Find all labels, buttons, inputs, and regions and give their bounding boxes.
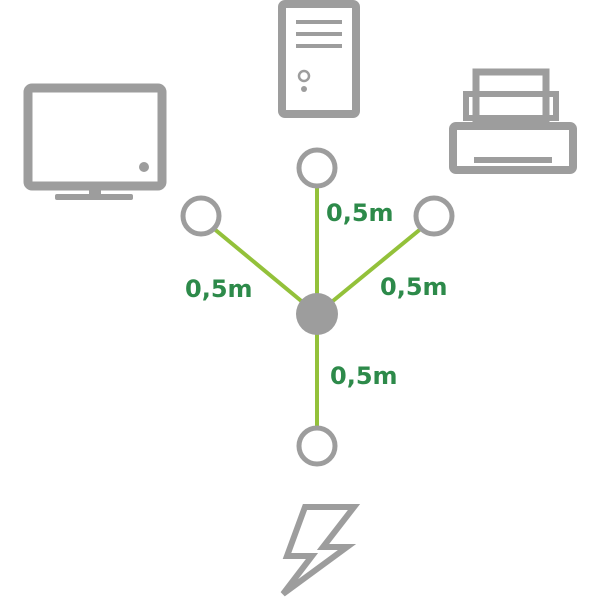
length-label-top: 0,5m <box>326 199 394 227</box>
splitter-hub <box>296 293 338 335</box>
socket-bottom <box>296 425 338 467</box>
socket-top <box>296 147 338 189</box>
desktop-tower-icon <box>278 0 360 118</box>
socket-left <box>180 195 222 237</box>
cable-left <box>199 216 319 316</box>
length-label-bottom: 0,5m <box>330 362 398 390</box>
printer-icon <box>449 68 577 174</box>
length-label-right: 0,5m <box>380 273 448 301</box>
length-label-left: 0,5m <box>185 275 253 303</box>
socket-right <box>413 195 455 237</box>
cable-right <box>315 216 436 316</box>
monitor-icon <box>23 83 167 200</box>
lightning-bolt-icon <box>280 504 361 597</box>
